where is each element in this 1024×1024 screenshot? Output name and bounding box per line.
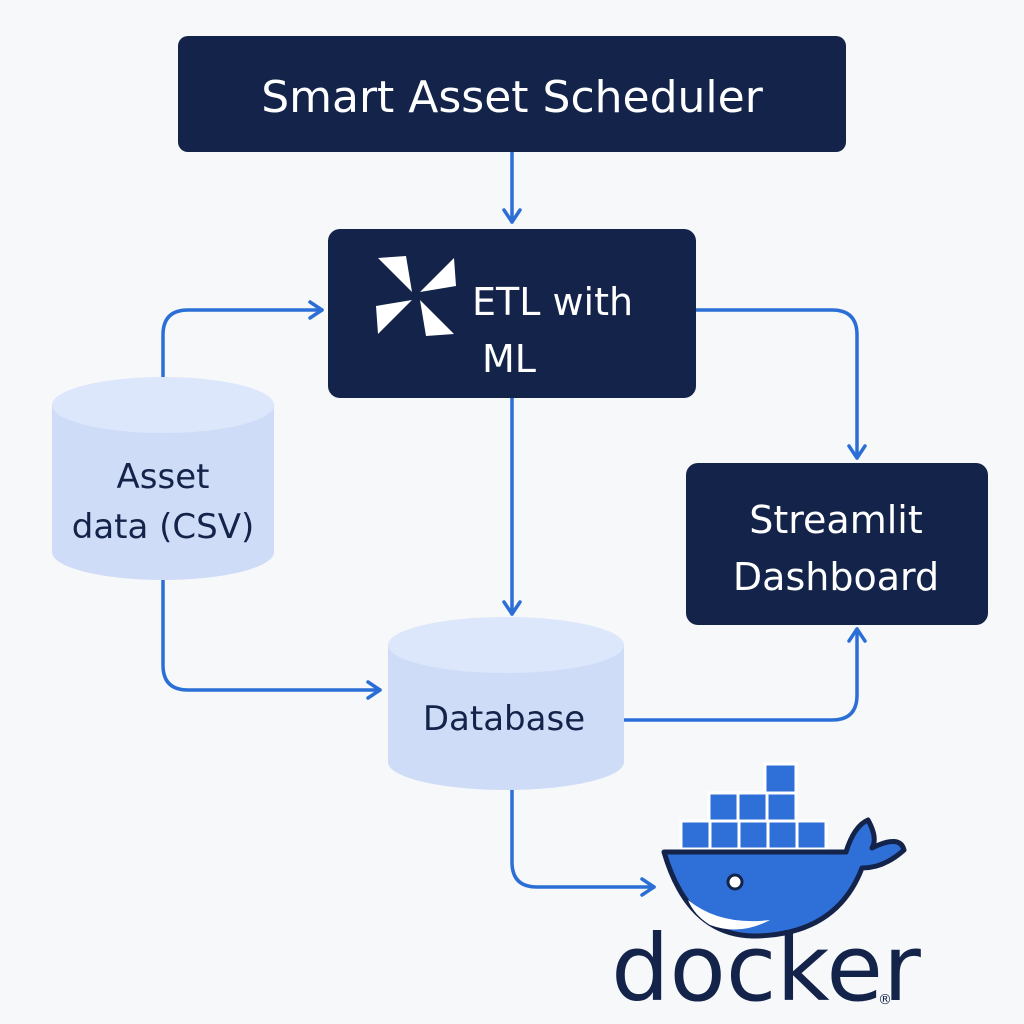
dashboard-label-line2: Dashboard (733, 555, 939, 599)
docker-whale-icon (661, 762, 907, 939)
docker-registered-mark: ® (878, 992, 892, 1008)
arrow-database-to-dashboard (622, 627, 867, 722)
csv-label-line1: Asset (117, 457, 210, 497)
docker-logo: docker ® (611, 762, 921, 1022)
smart-asset-scheduler-box[interactable]: Smart Asset Scheduler (178, 36, 846, 152)
arrow-database-to-docker (510, 788, 656, 897)
asset-data-csv-cylinder[interactable]: Asset data (CSV) (52, 377, 274, 580)
arrow-csv-to-etl (161, 300, 324, 380)
streamlit-dashboard-box[interactable]: Streamlit Dashboard (686, 463, 988, 625)
database-label: Database (423, 699, 585, 739)
connectors (161, 150, 867, 897)
etl-label-line1: ETL with (472, 280, 633, 324)
scheduler-title: Smart Asset Scheduler (261, 72, 764, 123)
database-cylinder[interactable]: Database (388, 617, 624, 790)
etl-label-line2: ML (482, 337, 536, 381)
arrow-etl-to-dashboard (694, 308, 867, 460)
dashboard-label-line1: Streamlit (749, 498, 923, 542)
pinwheel-icon (376, 256, 456, 336)
docker-wordmark: docker (611, 915, 921, 1022)
csv-label-line2: data (CSV) (72, 507, 255, 547)
etl-with-ml-box[interactable]: ETL with ML (328, 229, 696, 398)
arrow-csv-to-database (161, 578, 382, 700)
